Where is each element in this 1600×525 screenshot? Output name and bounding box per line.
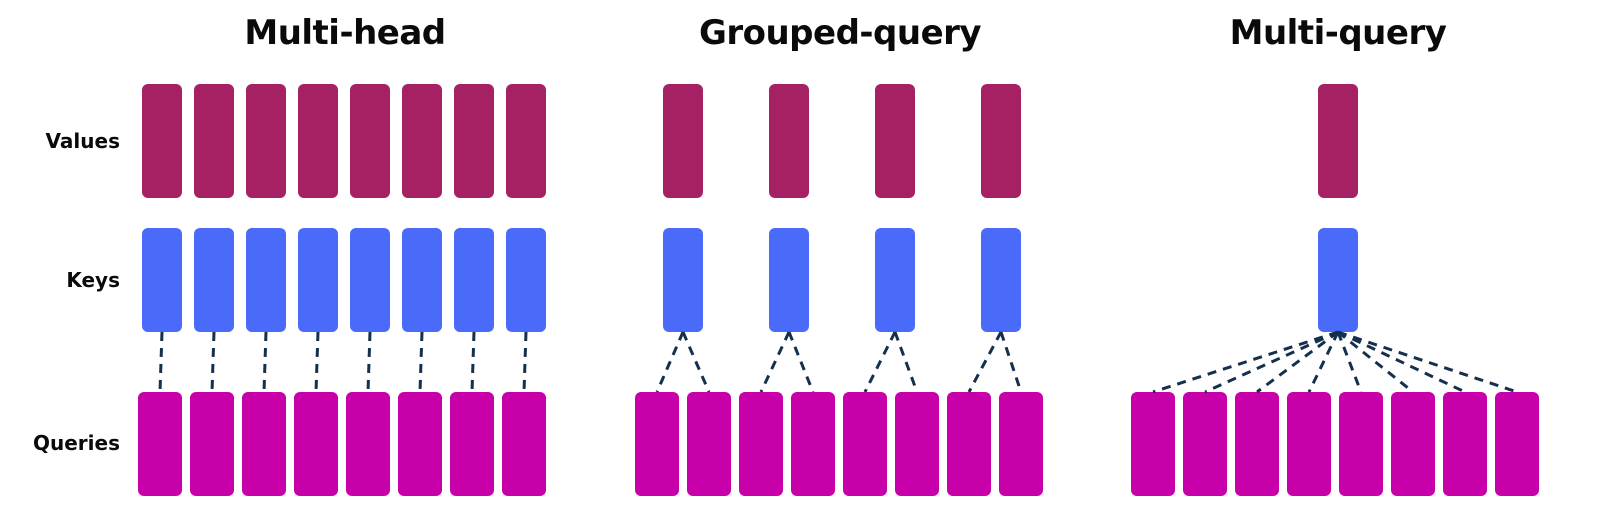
multi-head-value-bar-4 (350, 84, 390, 198)
multi-head-value-bar-6 (454, 84, 494, 198)
multi-head-key-bar-6 (454, 228, 494, 332)
multi-head-query-bar-2 (242, 392, 286, 496)
multi-head-connector-k5-q5 (418, 331, 424, 393)
multi-query-query-bar-0 (1131, 392, 1175, 496)
multi-head-value-bar-1 (194, 84, 234, 198)
multi-query-query-bar-1 (1183, 392, 1227, 496)
multi-query-key-bar-0 (1318, 228, 1358, 332)
grouped-query-value-bar-2 (875, 84, 915, 198)
multi-query-connector-k0-q0 (1152, 330, 1339, 394)
grouped-query-key-bar-2 (875, 228, 915, 332)
multi-query-connector-k0-q4 (1336, 331, 1363, 393)
grouped-query-query-bar-4 (843, 392, 887, 496)
multi-query-query-bar-5 (1391, 392, 1435, 496)
multi-query-connector-k0-q3 (1307, 331, 1340, 393)
multi-head-query-bar-1 (190, 392, 234, 496)
multi-head-value-bar-5 (402, 84, 442, 198)
grouped-query-connector-k1-q3 (787, 331, 815, 393)
multi-head-key-bar-3 (298, 228, 338, 332)
grouped-query-connector-k0-q0 (655, 331, 685, 393)
grouped-query-value-bar-0 (663, 84, 703, 198)
grouped-query-query-bar-6 (947, 392, 991, 496)
multi-head-value-bar-2 (246, 84, 286, 198)
grouped-query-key-bar-1 (769, 228, 809, 332)
multi-query-connector-k0-q5 (1337, 330, 1414, 394)
multi-query-query-bar-7 (1495, 392, 1539, 496)
multi-query-query-bar-2 (1235, 392, 1279, 496)
multi-query-connector-k0-q7 (1337, 330, 1518, 394)
grouped-query-connector-k1-q2 (759, 331, 791, 393)
panel-title-multi-head: Multi-head (244, 13, 446, 53)
multi-head-key-bar-2 (246, 228, 286, 332)
multi-query-connector-k0-q6 (1337, 330, 1466, 394)
grouped-query-connector-k2-q5 (893, 331, 919, 393)
grouped-query-key-bar-3 (981, 228, 1021, 332)
multi-query-connector-k0-q1 (1204, 330, 1339, 394)
multi-query-query-bar-6 (1443, 392, 1487, 496)
grouped-query-query-bar-2 (739, 392, 783, 496)
multi-head-connector-k3-q3 (314, 331, 320, 393)
grouped-query-connector-k0-q1 (681, 331, 711, 393)
multi-head-value-bar-3 (298, 84, 338, 198)
grouped-query-value-bar-1 (769, 84, 809, 198)
multi-query-connector-k0-q2 (1256, 330, 1339, 394)
grouped-query-connector-k3-q6 (967, 331, 1003, 393)
multi-head-query-bar-3 (294, 392, 338, 496)
multi-head-value-bar-0 (142, 84, 182, 198)
grouped-query-query-bar-1 (687, 392, 731, 496)
multi-query-query-bar-3 (1287, 392, 1331, 496)
multi-head-connector-k7-q7 (522, 331, 528, 393)
row-label-queries: Queries (33, 431, 120, 455)
panel-title-multi-query: Multi-query (1229, 13, 1447, 53)
multi-head-connector-k1-q1 (210, 331, 216, 393)
multi-head-key-bar-4 (350, 228, 390, 332)
multi-head-connector-k2-q2 (262, 331, 268, 393)
multi-query-value-bar-0 (1318, 84, 1358, 198)
grouped-query-query-bar-7 (999, 392, 1043, 496)
row-label-values: Values (45, 129, 120, 153)
panel-title-grouped-query: Grouped-query (698, 13, 982, 53)
multi-query-query-bar-4 (1339, 392, 1383, 496)
grouped-query-value-bar-3 (981, 84, 1021, 198)
grouped-query-key-bar-0 (663, 228, 703, 332)
grouped-query-connector-k2-q4 (863, 331, 897, 393)
grouped-query-query-bar-3 (791, 392, 835, 496)
multi-head-connector-k6-q6 (470, 331, 476, 393)
multi-head-connector-k4-q4 (366, 331, 372, 393)
multi-head-key-bar-5 (402, 228, 442, 332)
multi-head-key-bar-7 (506, 228, 546, 332)
multi-head-query-bar-7 (502, 392, 546, 496)
multi-head-query-bar-0 (138, 392, 182, 496)
multi-head-query-bar-6 (450, 392, 494, 496)
multi-head-value-bar-7 (506, 84, 546, 198)
multi-head-query-bar-4 (346, 392, 390, 496)
multi-head-query-bar-5 (398, 392, 442, 496)
multi-head-connector-k0-q0 (158, 331, 164, 393)
multi-head-key-bar-1 (194, 228, 234, 332)
grouped-query-query-bar-5 (895, 392, 939, 496)
grouped-query-query-bar-0 (635, 392, 679, 496)
multi-head-key-bar-0 (142, 228, 182, 332)
row-label-keys: Keys (66, 268, 120, 292)
grouped-query-connector-k3-q7 (999, 331, 1023, 393)
